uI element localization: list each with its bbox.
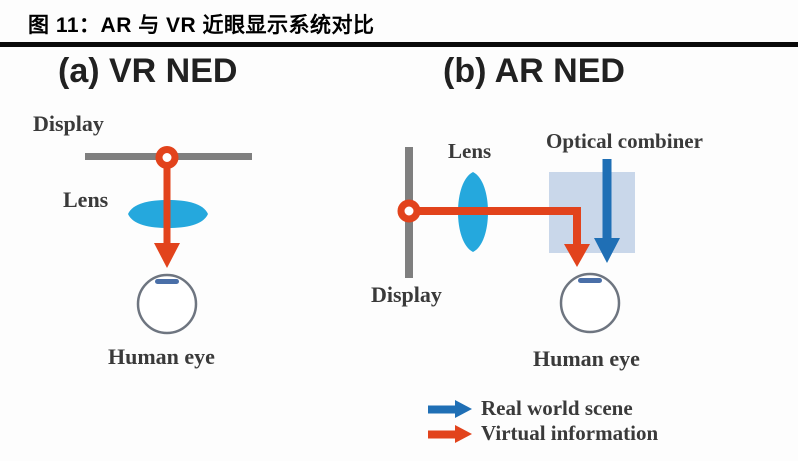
ar-ned-group	[397, 147, 635, 334]
ar-optical-combiner-label: Optical combiner	[546, 129, 703, 153]
ar-eye-lens-line	[578, 278, 602, 283]
vr-human-eye-shape	[136, 273, 198, 335]
legend-item-virtual-info: Virtual information	[427, 421, 658, 446]
vr-ned-group	[85, 146, 252, 335]
ar-lens-label: Lens	[448, 139, 492, 163]
legend-item-real-world: Real world scene	[427, 396, 658, 421]
legend: Real world scene Virtual information	[427, 396, 658, 446]
legend-label-virtual-info: Virtual information	[481, 421, 659, 445]
vr-light-source-dot	[155, 146, 179, 169]
vr-light-ray-arrowhead	[154, 243, 180, 268]
ar-real-world-ray-arrowhead	[594, 238, 620, 263]
ar-display-label: Display	[371, 282, 442, 307]
title-divider-rule	[0, 42, 798, 47]
vr-panel-heading: (a) VR NED	[58, 52, 238, 90]
vr-eye-lens-line	[155, 279, 179, 284]
ar-light-source-dot	[397, 199, 421, 223]
red-right-arrow-icon	[428, 424, 472, 443]
blue-right-arrow-icon	[428, 399, 472, 418]
legend-label-real-world: Real world scene	[481, 396, 633, 420]
ar-real-world-ray-shaft	[602, 159, 612, 240]
ar-human-eye-label: Human eye	[533, 346, 640, 371]
vr-display-label: Display	[33, 111, 104, 136]
ar-virtual-ray-arrowhead	[564, 244, 590, 267]
ar-virtual-ray-elbow	[413, 207, 581, 246]
vr-lens-label: Lens	[63, 187, 109, 212]
figure-title: 图 11：AR 与 VR 近眼显示系统对比	[28, 14, 375, 37]
ar-panel-heading: (b) AR NED	[443, 52, 625, 90]
ar-human-eye-shape	[559, 272, 621, 334]
vr-human-eye-label: Human eye	[108, 344, 215, 369]
vr-light-ray-shaft	[163, 157, 171, 246]
